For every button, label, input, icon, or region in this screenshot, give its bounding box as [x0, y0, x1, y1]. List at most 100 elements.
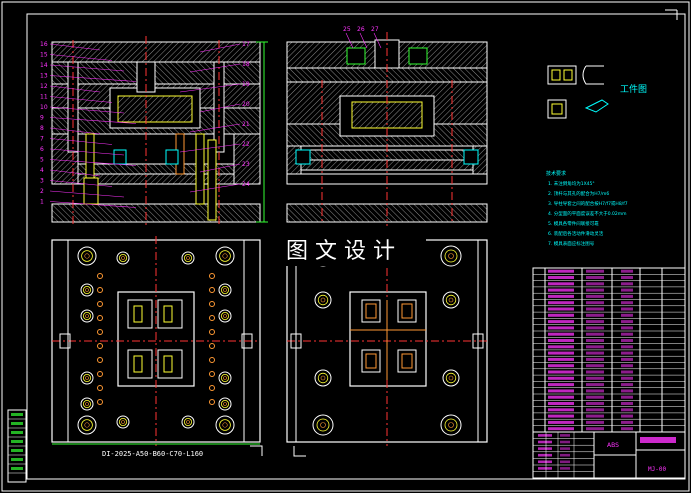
- cavity-pocket: [127, 299, 153, 329]
- guide-hole: [440, 245, 462, 267]
- support-hole: [80, 283, 94, 297]
- dot-hole: [209, 315, 215, 321]
- drawing-number: MJ-00: [648, 466, 666, 473]
- balloon-number: 25: [343, 26, 351, 33]
- workpiece-view: [547, 65, 609, 119]
- part-balloon: 10: [40, 104, 125, 114]
- bom-row-entry: [621, 389, 633, 393]
- bom-row-entry: [586, 326, 604, 330]
- plan-view-moving-half: [51, 236, 261, 446]
- title-row-entry: [560, 453, 570, 457]
- cavity-pocket: [157, 349, 183, 379]
- balloon-number: 8: [40, 125, 44, 132]
- part-balloon: 20: [199, 101, 250, 113]
- balloon-number: 12: [40, 83, 48, 90]
- bom-row-entry: [548, 320, 574, 324]
- base-model-text: DI-2025-A50-B60-C70-L160: [102, 450, 203, 458]
- return-pin: [195, 133, 205, 205]
- bom-row-entry: [586, 320, 604, 324]
- part-balloon: 24: [189, 181, 250, 193]
- cavity-block-fixed: [349, 291, 427, 387]
- balloon-number: 2: [40, 188, 44, 195]
- bom-row-entry: [548, 345, 574, 349]
- dot-hole: [209, 357, 215, 363]
- revision-row-entry: [11, 422, 23, 425]
- dot-hole: [209, 329, 215, 335]
- tech-note: 2. 顶杆与其孔的配合为H7/m6: [548, 190, 609, 197]
- bom-row-entry: [548, 351, 574, 355]
- balloon-number: 24: [242, 181, 250, 188]
- bom-row-entry: [621, 345, 633, 349]
- workpiece-label: 工件图: [620, 83, 647, 95]
- part-balloon: 16: [40, 41, 101, 51]
- bom-row-entry: [621, 307, 633, 311]
- bom-row-entry: [586, 345, 604, 349]
- support-hole: [218, 283, 232, 297]
- view-mark: [293, 446, 306, 457]
- bom-row-entry: [586, 427, 604, 431]
- dot-hole: [209, 385, 215, 391]
- part-balloon: 21: [189, 121, 250, 133]
- screw-hole: [442, 369, 460, 387]
- tech-note: 1. 未注倒角均为1X45°: [548, 180, 595, 187]
- locating-block: [472, 333, 484, 349]
- balloon-number: 20: [242, 101, 250, 108]
- bill-of-materials: [532, 267, 686, 433]
- revision-row-entry: [11, 440, 23, 443]
- ejector-plate: [77, 173, 235, 185]
- bom-row-entry: [586, 370, 604, 374]
- part-balloon: 26: [357, 26, 368, 49]
- bom-row-entry: [548, 414, 574, 418]
- title-row-entry: [538, 440, 552, 444]
- spacer-block-right: [233, 133, 261, 185]
- locating-block: [59, 333, 71, 349]
- part-balloon: 27: [371, 26, 382, 49]
- support-hole: [80, 309, 94, 323]
- bom-row-entry: [548, 282, 574, 286]
- guide-hole: [440, 414, 462, 436]
- bom-row-entry: [586, 395, 604, 399]
- bom-row-entry: [621, 282, 633, 286]
- balloon-number: 4: [40, 167, 44, 174]
- screw-hole: [181, 415, 195, 429]
- part-balloon: 5: [40, 157, 137, 166]
- cavity-pocket: [397, 299, 417, 323]
- bom-row-entry: [621, 395, 633, 399]
- dot-hole: [97, 343, 103, 349]
- bom-row-entry: [548, 326, 574, 330]
- balloon-number: 7: [40, 136, 44, 143]
- dot-hole: [209, 287, 215, 293]
- drawing-frame: [26, 13, 686, 480]
- bom-row-entry: [548, 389, 574, 393]
- support-hole: [80, 397, 94, 411]
- balloon-number: 27: [371, 26, 379, 33]
- revision-row-entry: [11, 413, 23, 416]
- dot-hole: [97, 329, 103, 335]
- revision-row-entry: [11, 458, 23, 461]
- bom-row-entry: [586, 276, 604, 279]
- support-hole: [218, 397, 232, 411]
- cooling-channel: [165, 149, 179, 165]
- bom-row-entry: [621, 332, 633, 336]
- balloon-number: 9: [40, 115, 44, 122]
- bom-row-entry: [586, 351, 604, 355]
- cooling-channel: [113, 149, 127, 165]
- plan-view-fixed-half: [286, 236, 488, 446]
- balloon-number: 5: [40, 157, 44, 164]
- bom-row-entry: [621, 301, 633, 305]
- part-balloon: 12: [40, 83, 101, 93]
- bom-row-entry: [548, 301, 574, 305]
- bom-row-entry: [548, 395, 574, 399]
- part-balloon: 6: [40, 146, 125, 156]
- bom-row-entry: [621, 326, 633, 330]
- title-row-entry: [560, 434, 570, 437]
- tech-note: 7. 模具表面应标注图号: [548, 240, 595, 247]
- bom-row-entry: [621, 357, 633, 361]
- bom-row-entry: [586, 414, 604, 418]
- top-clamp-plate: [51, 41, 261, 63]
- bom-row-entry: [621, 351, 633, 355]
- balloon-number: 26: [357, 26, 365, 33]
- screw-hole: [181, 251, 195, 265]
- bom-row-entry: [548, 332, 574, 336]
- bom-row-entry: [621, 269, 633, 273]
